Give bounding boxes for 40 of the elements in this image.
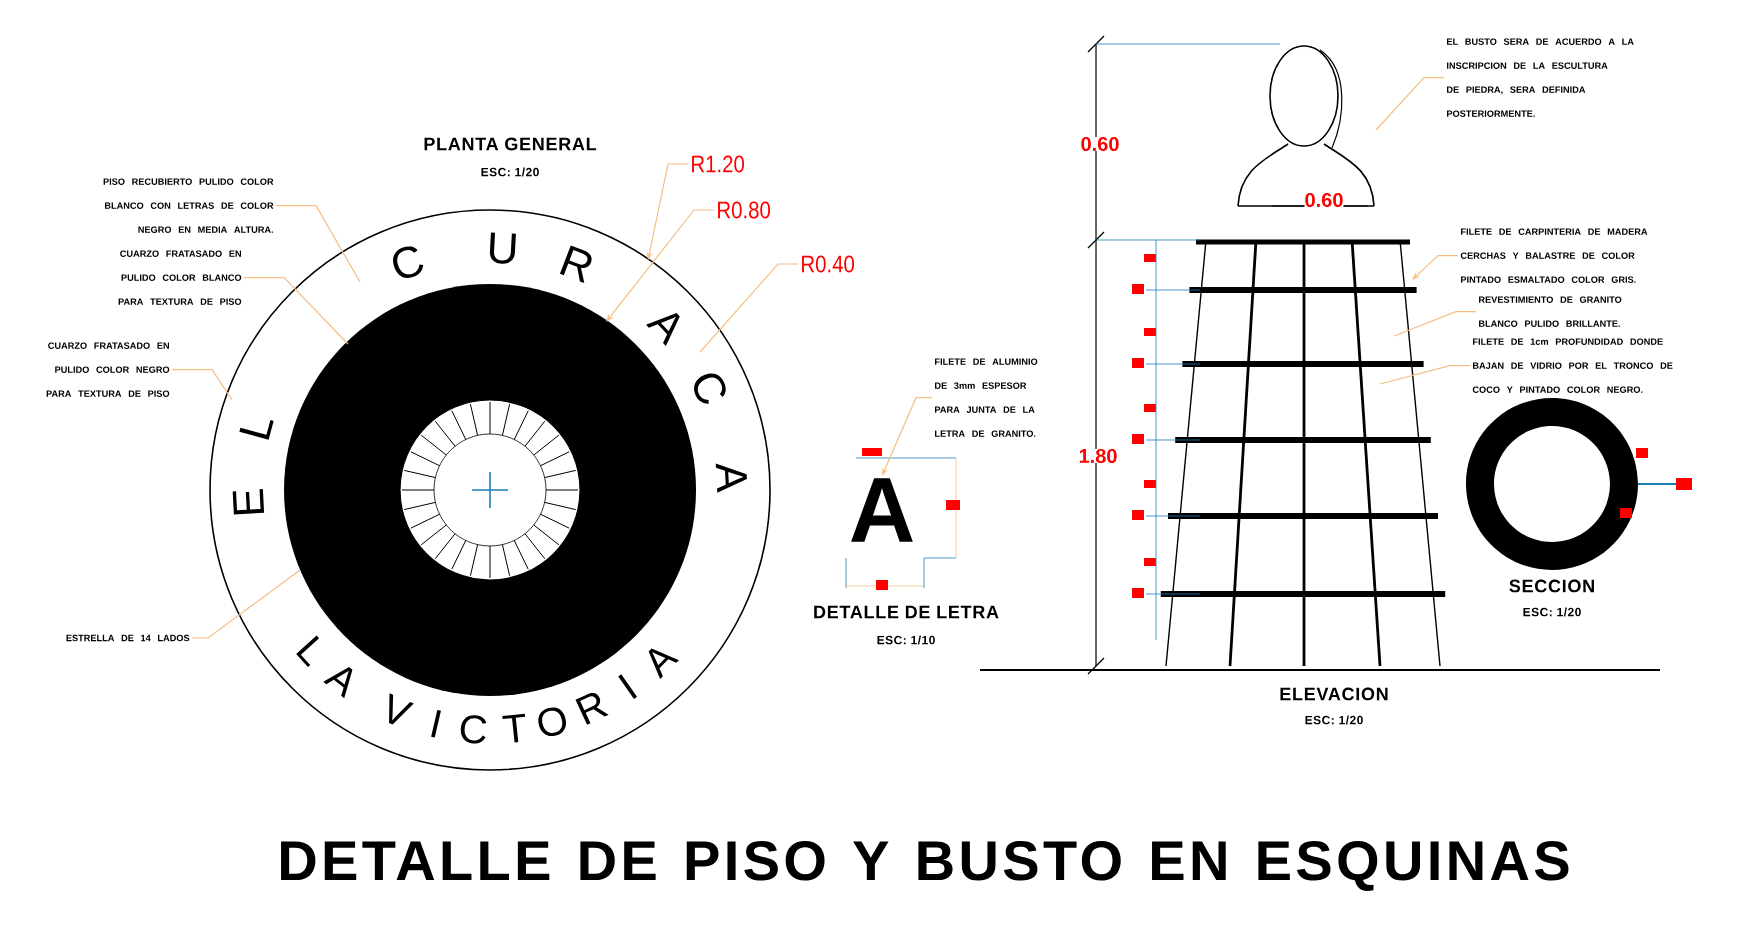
ring-letter: O bbox=[538, 707, 566, 737]
ring-letter: E bbox=[232, 489, 265, 515]
leader-line bbox=[606, 209, 715, 322]
leader-line bbox=[171, 369, 233, 401]
leader-line bbox=[191, 569, 301, 639]
radius-label: R0.80 bbox=[718, 201, 771, 219]
letter-detail: A bbox=[851, 478, 913, 542]
radius-label: R0.40 bbox=[802, 255, 855, 273]
ring-letter: U bbox=[489, 232, 516, 264]
ring-letter: A bbox=[715, 463, 747, 493]
dimension-label: 0.60 bbox=[1080, 136, 1120, 152]
heading: SECCION bbox=[1509, 579, 1594, 593]
ring-letter: V bbox=[389, 693, 414, 725]
ring-letter: I bbox=[618, 674, 638, 699]
ring-letter: C bbox=[460, 715, 487, 744]
ring-letter: L bbox=[296, 635, 320, 668]
heading: ELEVACION bbox=[1280, 687, 1388, 701]
dimension-label: 0.60 bbox=[1304, 192, 1344, 208]
dimension-label: 1.80 bbox=[1078, 448, 1118, 464]
title: DETALLE DE PISO Y BUSTO EN ESQUINAS bbox=[281, 840, 1569, 892]
ring-letter: A bbox=[646, 313, 680, 346]
heading: DETALLE DE LETRA bbox=[814, 605, 999, 619]
ring-letter: T bbox=[502, 713, 526, 743]
ring-letter: R bbox=[575, 693, 609, 725]
ring-letter: C bbox=[694, 373, 726, 404]
radius-label: R1.20 bbox=[692, 155, 745, 173]
ring-letter: R bbox=[559, 245, 592, 284]
ring-letter: L bbox=[239, 420, 274, 440]
ring-letter: A bbox=[323, 667, 353, 699]
leader-line bbox=[275, 205, 361, 283]
heading: PLANTA GENERAL bbox=[424, 137, 597, 151]
leader-line bbox=[699, 263, 799, 353]
leader-line bbox=[243, 277, 349, 345]
ring-letter: A bbox=[648, 648, 679, 679]
leader-line bbox=[1412, 255, 1459, 280]
ring-letter: I bbox=[431, 709, 441, 738]
leader-line bbox=[1393, 311, 1477, 337]
ring-letter: C bbox=[393, 246, 424, 278]
leader-line bbox=[1379, 365, 1471, 385]
leader-line bbox=[1375, 77, 1445, 131]
